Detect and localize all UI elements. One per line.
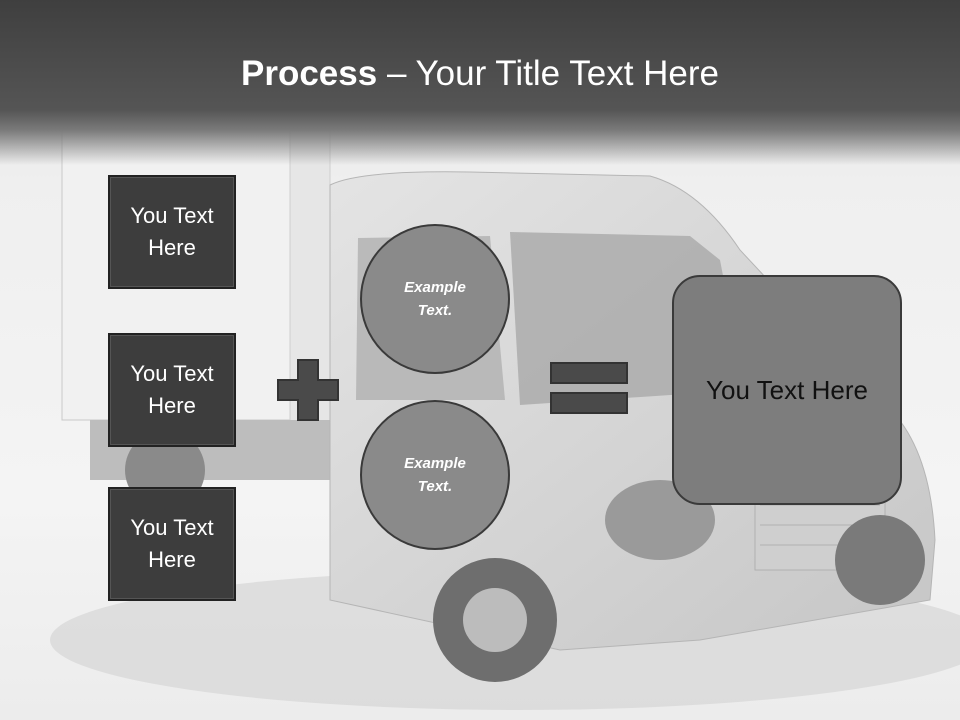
input-box-label: You Text Here (130, 361, 214, 418)
input-box-label: You Text Here (130, 203, 214, 260)
plus-icon (277, 359, 339, 421)
input-box-3: You Text Here (108, 487, 236, 601)
example-circle-2: Example Text. (360, 400, 510, 550)
equals-icon (550, 362, 628, 414)
input-box-label: You Text Here (130, 515, 214, 572)
result-box: You Text Here (672, 275, 902, 505)
title-bold: Process (241, 54, 378, 93)
title-text: Your Title Text Here (415, 54, 720, 93)
slide-title: Process – Your Title Text Here (0, 52, 960, 96)
input-box-2: You Text Here (108, 333, 236, 447)
title-dash: – (377, 54, 416, 93)
title-bar (0, 0, 960, 165)
result-label: You Text Here (706, 375, 868, 405)
example-circle-1: Example Text. (360, 224, 510, 374)
circle-label: Example Text. (404, 279, 466, 319)
input-box-1: You Text Here (108, 175, 236, 289)
circle-label: Example Text. (404, 455, 466, 495)
